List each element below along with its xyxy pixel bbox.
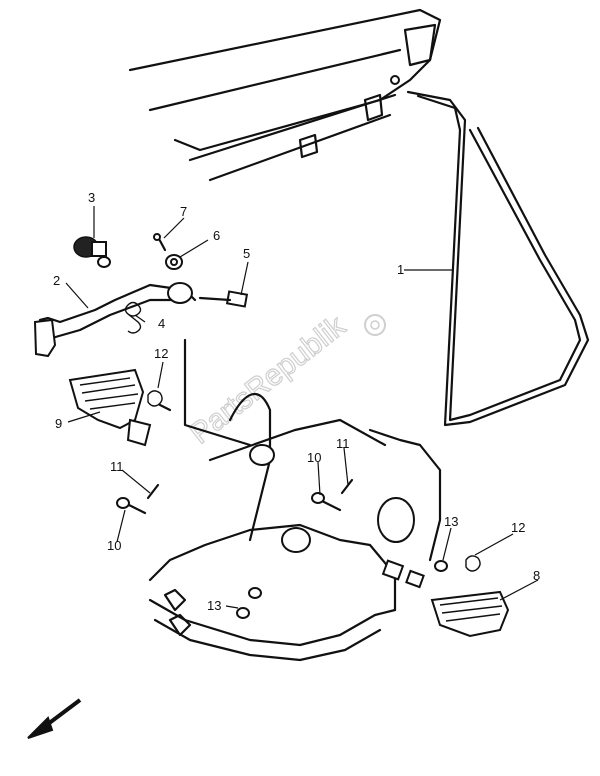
callout-12b: 12 <box>511 520 525 535</box>
watermark-text: PartsRepublik <box>184 309 352 451</box>
upper-frame <box>128 8 442 182</box>
cotter-pin-left <box>146 483 160 500</box>
stand <box>406 90 590 427</box>
right-footrest <box>430 590 510 638</box>
washer <box>165 254 183 270</box>
engine-frame <box>148 338 442 662</box>
callout-8: 8 <box>533 568 540 583</box>
callout-13a: 13 <box>207 598 221 613</box>
clevis-pin-right <box>311 492 342 512</box>
washer-13-left <box>236 587 262 619</box>
callout-2: 2 <box>53 273 60 288</box>
callout-11b: 11 <box>336 436 350 451</box>
callout-4: 4 <box>158 316 165 331</box>
callout-labels: 1 2 3 4 5 6 7 8 9 10 10 11 11 12 12 13 1… <box>53 190 540 613</box>
brake-pedal <box>33 282 197 358</box>
return-spring <box>124 301 142 334</box>
callout-11a: 11 <box>110 459 124 474</box>
leader-lines <box>65 206 539 609</box>
callout-10b: 10 <box>307 450 321 465</box>
callout-13b: 13 <box>444 514 458 529</box>
cotter-pin-right <box>340 478 354 495</box>
callout-7: 7 <box>180 204 187 219</box>
footrest-spring-right <box>465 555 481 572</box>
callout-6: 6 <box>213 228 220 243</box>
front-arrow-icon <box>27 698 82 739</box>
callout-3: 3 <box>88 190 95 205</box>
callout-9: 9 <box>55 416 62 431</box>
bolt-5 <box>198 290 249 308</box>
clevis-pin-left <box>116 497 147 515</box>
washer-13-right <box>434 560 448 572</box>
cotter-pin <box>153 233 167 252</box>
pivot-bolt <box>73 236 111 268</box>
callout-10a: 10 <box>107 538 121 553</box>
gear-logo-icon <box>364 314 386 336</box>
footrest-spring-left <box>147 390 172 412</box>
callout-5: 5 <box>243 246 250 261</box>
left-footrest <box>68 368 152 447</box>
callout-1: 1 <box>397 262 404 277</box>
callout-12a: 12 <box>154 346 168 361</box>
